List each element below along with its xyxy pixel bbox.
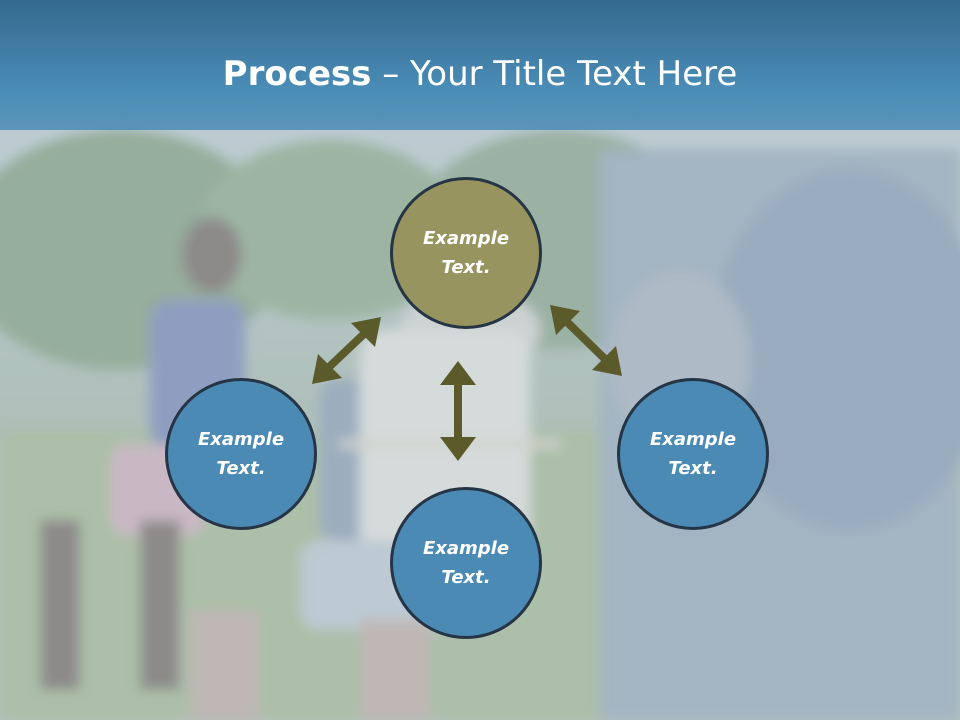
title-separator: – bbox=[371, 54, 411, 94]
double-arrow-right bbox=[550, 305, 622, 376]
title-rest: Your Title Text Here bbox=[410, 54, 738, 94]
process-node-right-label: Example Text. bbox=[649, 429, 737, 479]
process-node-top-label: Example Text. bbox=[422, 228, 510, 278]
process-node-left: Example Text. bbox=[165, 378, 317, 530]
process-node-right: Example Text. bbox=[617, 378, 769, 530]
process-node-bottom-label: Example Text. bbox=[422, 538, 510, 588]
process-node-left-label: Example Text. bbox=[197, 429, 285, 479]
title-bold: Process bbox=[222, 54, 372, 94]
double-arrow-left bbox=[312, 317, 381, 384]
process-node-bottom: Example Text. bbox=[390, 487, 542, 639]
process-node-top: Example Text. bbox=[390, 177, 542, 329]
double-arrow-vertical bbox=[440, 361, 476, 461]
page-title: Process – Your Title Text Here bbox=[0, 52, 960, 96]
title-bar: Process – Your Title Text Here bbox=[0, 0, 960, 130]
